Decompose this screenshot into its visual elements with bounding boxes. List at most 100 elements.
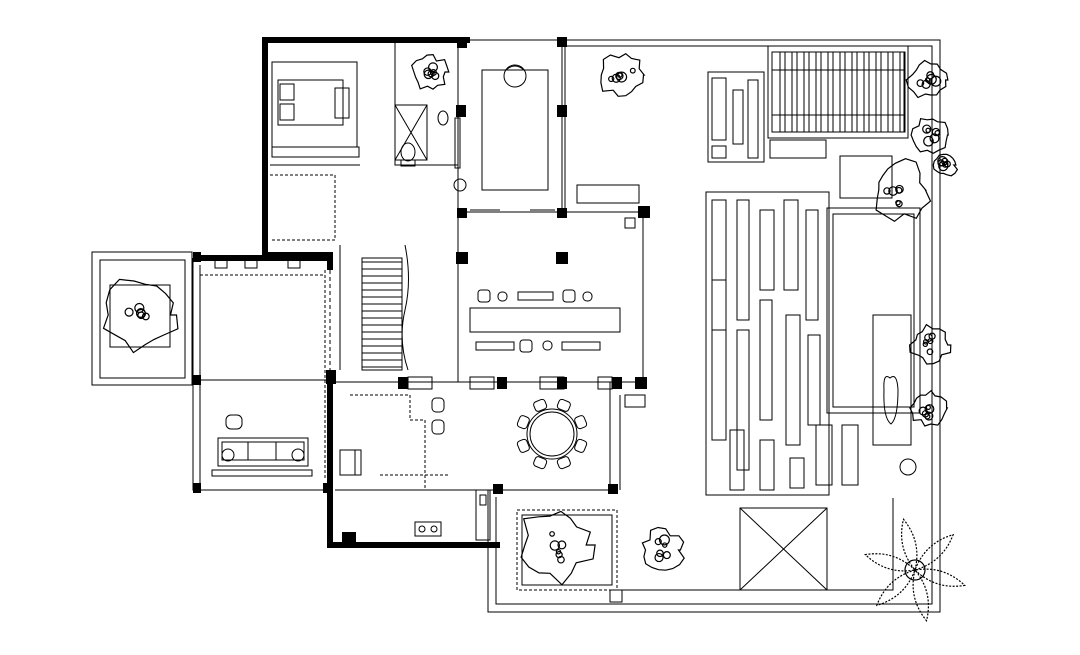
dining-chair — [574, 438, 588, 453]
tree-leaf — [615, 71, 624, 81]
tree-leaf — [942, 161, 949, 168]
garden-bed — [711, 199, 727, 331]
tree-leaf — [427, 62, 438, 73]
tree-leaf — [662, 551, 671, 560]
tree-canopy — [520, 510, 596, 586]
tree-leaf — [555, 549, 562, 555]
palm-frond — [864, 553, 917, 572]
pergola-slat — [839, 51, 846, 133]
tree-leaf — [937, 156, 948, 167]
dining-chair — [533, 456, 548, 470]
pergola-slat — [815, 51, 822, 133]
palm-frond — [912, 568, 930, 623]
tree-canopy — [641, 526, 685, 571]
tree-leaf — [549, 540, 561, 551]
tree-leaf — [423, 67, 432, 76]
pergola-slat — [887, 51, 894, 133]
tree-leaf — [429, 68, 437, 77]
site-boundary — [487, 39, 941, 613]
garden-bed — [789, 457, 805, 489]
dining-chair — [556, 398, 571, 412]
tree-leaf — [616, 71, 628, 83]
garden-bed — [711, 279, 727, 441]
long-table — [469, 307, 621, 333]
dining-chair — [516, 438, 530, 453]
palm-frond — [914, 533, 955, 571]
tree-leaf — [895, 200, 903, 208]
tree-leaf — [924, 333, 933, 342]
living-area — [407, 184, 640, 390]
dining-chair — [556, 456, 571, 470]
garden-bed — [841, 424, 859, 486]
tree-leaf — [929, 133, 940, 144]
tree-leaf — [557, 555, 565, 564]
pergola-slat — [875, 51, 882, 133]
tree-leaf — [654, 552, 664, 563]
garden-bed — [759, 209, 775, 291]
tree-canopy — [909, 389, 949, 427]
garden-bed — [815, 424, 833, 486]
toilet — [400, 142, 416, 162]
tree-leaf — [608, 75, 615, 83]
garden-bed — [759, 299, 773, 421]
tree-leaf — [924, 404, 935, 414]
sink — [437, 110, 449, 126]
tree-canopy — [102, 278, 179, 354]
palm-frond — [875, 569, 916, 607]
pergola-slat — [827, 51, 834, 133]
car-bay — [872, 314, 917, 476]
courtyard-planter — [516, 145, 727, 603]
tree-leaf — [926, 348, 934, 356]
exterior-walls — [193, 37, 500, 548]
pergola — [767, 45, 909, 159]
tree-leaf — [557, 540, 567, 550]
dining-chair — [574, 415, 588, 430]
tree-leaf — [661, 542, 668, 548]
garden-bed — [785, 314, 801, 446]
tree-leaf — [654, 538, 662, 546]
bed — [277, 79, 344, 126]
study — [470, 64, 555, 211]
tree-canopy — [600, 52, 646, 97]
tree-canopy — [910, 118, 949, 154]
skylight-box — [739, 507, 828, 591]
garden-bed — [807, 334, 821, 426]
tree-leaf — [549, 531, 555, 537]
tree-canopy — [875, 158, 932, 223]
pergola-slat — [899, 51, 906, 133]
pergola-slat — [803, 51, 810, 133]
lounge — [91, 251, 313, 477]
tree-leaf — [924, 411, 934, 421]
garden-bed — [729, 429, 745, 491]
palm-tree — [864, 517, 966, 623]
tree-leaf — [895, 186, 903, 194]
tree-leaf — [883, 187, 891, 195]
tree-leaf — [136, 308, 147, 319]
tree-leaf — [124, 307, 134, 317]
garden-bed — [805, 209, 819, 321]
staircase — [339, 244, 409, 371]
round-dining-table — [516, 398, 588, 470]
tree-leaf — [922, 341, 929, 348]
garden-beds — [705, 71, 859, 496]
car-symbol — [883, 376, 899, 425]
dining-chair — [533, 398, 548, 412]
tree-leaf — [925, 73, 937, 85]
garden-bed — [736, 329, 750, 471]
tree-leaf — [923, 135, 934, 147]
tree-leaf — [888, 186, 898, 196]
tree-leaf — [658, 534, 670, 546]
columns — [193, 37, 650, 542]
sofa — [217, 437, 309, 467]
tree-leaf — [925, 404, 931, 410]
tree-canopy — [905, 59, 949, 99]
palm-trunk — [904, 559, 926, 581]
bedroom — [271, 61, 360, 158]
kitchen — [339, 394, 491, 541]
garden-bed — [783, 199, 799, 291]
garden-bed — [736, 199, 750, 321]
tree-leaf — [656, 549, 664, 558]
tree-leaf — [134, 302, 145, 314]
pergola-slat — [791, 51, 798, 133]
